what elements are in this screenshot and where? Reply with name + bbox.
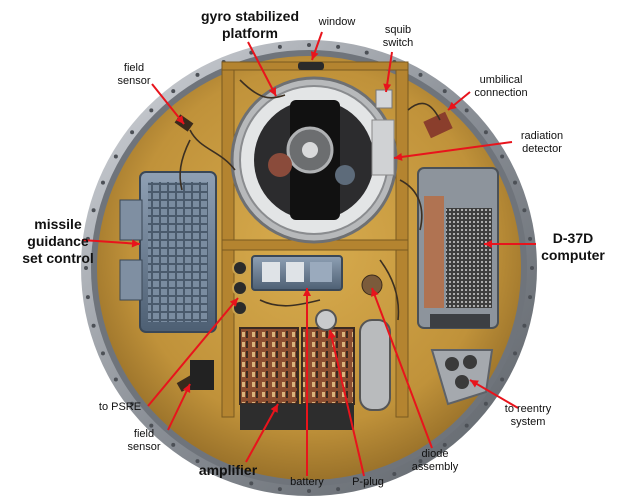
bolt: [522, 323, 527, 328]
bolt: [392, 472, 397, 477]
d37d-computer-module: [417, 167, 499, 329]
bolt: [336, 487, 341, 492]
arrow-line-reentry: [469, 379, 519, 409]
arrow-icon: [268, 87, 276, 96]
battery-block: [251, 255, 343, 291]
bolt: [100, 180, 105, 185]
p-plug-and-diode: [315, 274, 391, 411]
bolt: [483, 401, 488, 406]
bolt: [364, 481, 369, 486]
window-slot: [298, 62, 324, 70]
bolt: [113, 377, 118, 382]
bolt: [364, 50, 369, 55]
bolt: [528, 295, 533, 300]
arrow-line-diode: [371, 287, 433, 449]
wiring: [179, 79, 441, 321]
bolt: [84, 266, 88, 270]
bolt: [221, 472, 226, 477]
gyro-platform: [230, 76, 398, 244]
bolt: [249, 481, 254, 486]
reentry-connector-plate: [430, 349, 494, 406]
bolt: [91, 323, 96, 328]
arrow-line-radiation: [393, 141, 513, 159]
arrow-icon: [175, 115, 184, 124]
bolt: [500, 377, 505, 382]
bolt: [277, 44, 282, 49]
bolt: [130, 130, 135, 135]
bolt: [336, 44, 341, 49]
bolt: [513, 351, 518, 356]
label-amplifier: amplifier: [198, 462, 258, 478]
bolt: [522, 208, 527, 213]
arrow-icon: [270, 404, 278, 413]
bolt: [500, 154, 505, 159]
bolt: [464, 108, 469, 113]
arrow-icon: [383, 83, 392, 92]
arrow-icon: [327, 330, 336, 339]
bolt: [513, 180, 518, 185]
label-window: window: [318, 16, 356, 28]
arrow-icon: [371, 288, 379, 297]
arrow-icon: [131, 239, 140, 248]
arrow-line-to-psre: [147, 297, 239, 407]
bolt: [195, 459, 200, 464]
bolt: [442, 442, 447, 447]
arrow-line-p-plug: [329, 329, 365, 477]
bolt: [91, 208, 96, 213]
arrow-line-field-bottom: [167, 383, 191, 431]
squib-switch-part: [375, 89, 393, 109]
label-battery: battery: [290, 476, 324, 488]
label-p-plug: P-plug: [352, 476, 384, 488]
bolt: [530, 266, 534, 270]
bolt: [307, 489, 311, 493]
bolt: [113, 154, 118, 159]
bolt: [171, 442, 176, 447]
umbilical-connector-part: [423, 111, 453, 139]
bolt: [149, 423, 154, 428]
arrow-icon: [303, 288, 311, 296]
bolt: [277, 487, 282, 492]
arrow-icon: [470, 380, 479, 388]
arrow-icon: [484, 240, 492, 248]
bolt: [418, 459, 423, 464]
bolt: [100, 351, 105, 356]
bolt: [149, 108, 154, 113]
label-to-psre: to PSRE: [98, 401, 142, 413]
arrow-icon: [394, 152, 403, 161]
arrow-icon: [448, 101, 457, 110]
arrow-icon: [81, 31, 536, 477]
bolt: [418, 72, 423, 77]
arrow-icon: [229, 298, 238, 307]
guidance-set-control-module: [119, 171, 217, 333]
bolt: [442, 89, 447, 94]
connector-column: [232, 260, 248, 316]
bolt: [464, 423, 469, 428]
bolt: [307, 43, 311, 47]
bolt: [528, 236, 533, 241]
arrow-icon: [182, 384, 191, 393]
arrow-line-amplifier: [245, 403, 279, 463]
bolt: [85, 295, 90, 300]
bolt: [483, 130, 488, 135]
arrow-line-missile: [81, 239, 141, 245]
arrow-line-field-top: [151, 83, 185, 125]
arrow-icon: [310, 51, 319, 60]
bolt: [195, 72, 200, 77]
bolt: [130, 401, 135, 406]
arrow-line-gyro: [247, 41, 277, 97]
bolt: [171, 89, 176, 94]
amplifier-boards: [239, 327, 355, 430]
